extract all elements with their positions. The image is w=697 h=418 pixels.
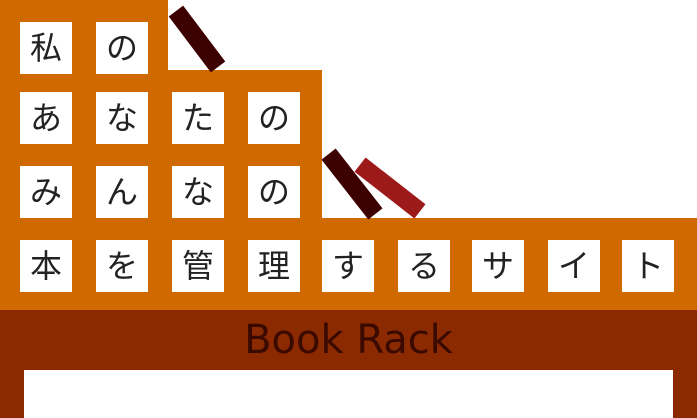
char-tile: の bbox=[248, 166, 300, 218]
site-title-label: Book Rack bbox=[244, 317, 453, 363]
char-tile: を bbox=[96, 240, 148, 292]
char-tile: ト bbox=[622, 240, 674, 292]
char-tile: 本 bbox=[20, 240, 72, 292]
char-tile: な bbox=[172, 166, 224, 218]
char-tile: の bbox=[248, 92, 300, 144]
char-tile: み bbox=[20, 166, 72, 218]
char-tile: あ bbox=[20, 92, 72, 144]
char-tile: る bbox=[398, 240, 450, 292]
char-tile: イ bbox=[548, 240, 600, 292]
char-tile: た bbox=[172, 92, 224, 144]
char-tile: 理 bbox=[248, 240, 300, 292]
book-rack-base: Book Rack bbox=[0, 310, 697, 418]
char-tile: す bbox=[322, 240, 374, 292]
char-tile: の bbox=[96, 22, 148, 74]
char-tile: ん bbox=[96, 166, 148, 218]
leaning-book-top bbox=[168, 5, 226, 73]
char-tile: 私 bbox=[20, 22, 72, 74]
char-tile: サ bbox=[472, 240, 524, 292]
char-tile: 管 bbox=[172, 240, 224, 292]
base-opening bbox=[24, 370, 673, 418]
char-tile: な bbox=[96, 92, 148, 144]
